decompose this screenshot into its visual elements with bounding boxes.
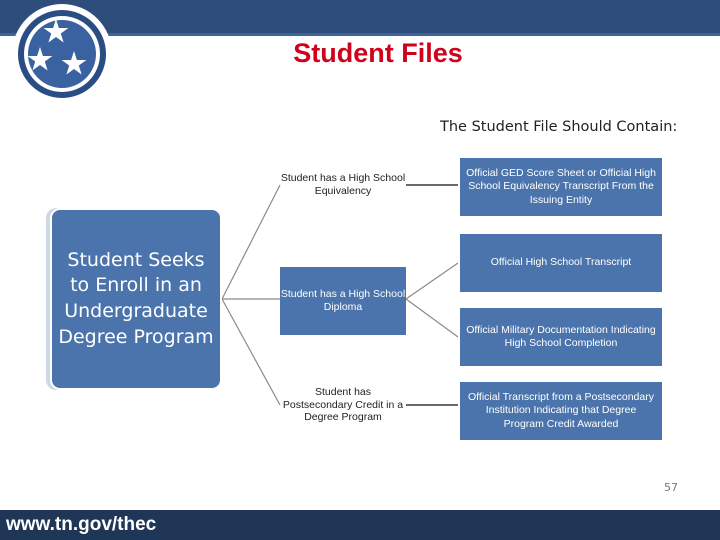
header-bar [0,0,720,36]
connector-root-branch-1 [221,184,281,300]
branch-node-label: Student has Postsecondary Credit in a De… [282,385,404,424]
branch-node-equivalency: Student has a High School Equivalency [280,151,406,219]
page-number: 57 [664,481,678,494]
document-node-postsecondary-transcript: Official Transcript from a Postsecondary… [458,380,664,442]
branch-node-label: Student has a High School Equivalency [280,172,406,197]
branch-node-diploma: Student has a High School Diploma [280,267,406,335]
root-node: Student Seeks to Enroll in an Undergradu… [50,208,222,390]
document-node-label: Official Transcript from a Postsecondary… [468,391,654,430]
document-node-label: Official Military Documentation Indicati… [466,323,656,349]
document-node-label: Official High School Transcript [490,256,632,269]
footer-url: www.tn.gov/thec [6,514,157,535]
connector-branch-2-doc-3 [405,298,459,338]
root-node-label: Student Seeks to Enroll in an Undergradu… [58,248,214,348]
connector-branch-2-doc-2 [405,262,459,300]
document-node-hs-transcript: Official High School Transcript [458,232,664,294]
document-node-military: Official Military Documentation Indicati… [458,306,664,368]
document-node-label: Official GED Score Sheet or Official Hig… [466,167,656,206]
connector-root-branch-3 [221,298,281,406]
tennessee-tri-star-icon [12,4,112,104]
slide-subtitle: The Student File Should Contain: [440,119,678,135]
branch-node-label: Student has a High School Diploma [280,288,406,313]
footer-bar [0,510,720,540]
header-accent-line [0,33,720,36]
slide-title: Student Files [293,38,463,68]
document-node-ged: Official GED Score Sheet or Official Hig… [458,156,664,218]
branch-node-postsecondary: Student has Postsecondary Credit in a De… [280,371,406,439]
